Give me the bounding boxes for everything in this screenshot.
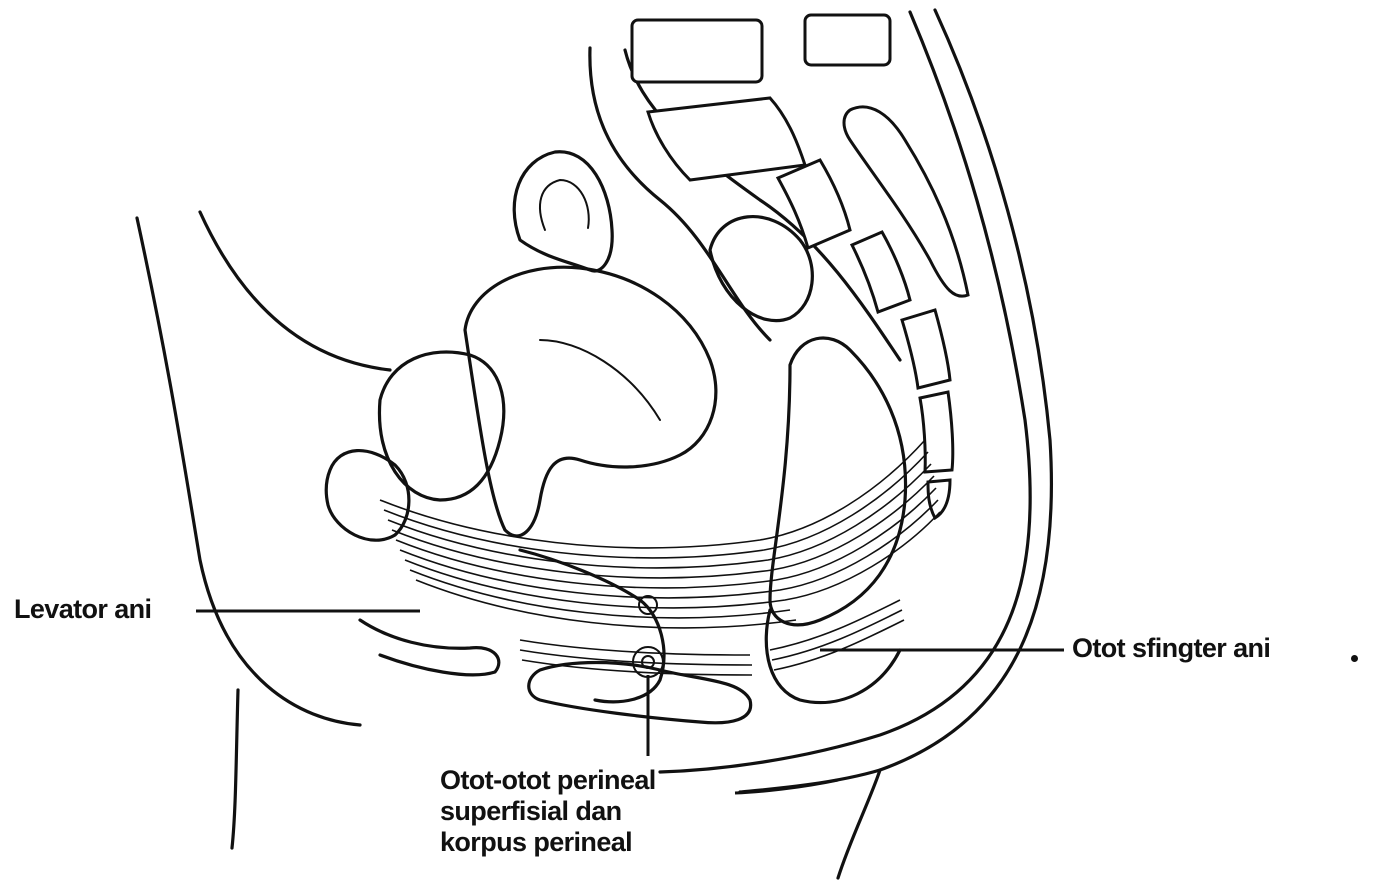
sacral-segment-3 [852,232,910,312]
coccyx-segment-2 [920,392,953,472]
uterine-cavity [540,340,660,420]
label-otot-sfingter-ani: Otot sfingter ani [1072,633,1270,664]
abdominal-wall [200,212,390,370]
ovary [514,152,612,271]
label-perineal-line-1: Otot-otot perineal [440,765,656,796]
thigh-contour [232,690,238,848]
sacral-segment-1 [648,98,805,180]
sacral-segment-2 [778,160,850,248]
label-levator-ani: Levator ani [14,594,151,625]
ovary-inner [540,180,589,230]
urethral-sphincter [639,596,657,614]
bladder [379,352,503,500]
sacrum-outline-front [590,48,770,340]
label-otot-perineal: Otot-otot perineal superfisial dan korpu… [440,765,656,858]
vertebra-2 [805,15,890,65]
label-perineal-line-3: korpus perineal [440,827,656,858]
labia [360,620,499,675]
rectum [770,338,906,625]
vertebra-1 [632,20,762,82]
buttock-lower-contour [838,770,880,878]
pubic-symphysis [326,451,409,541]
speck-dot [1351,655,1358,662]
bowel-loop [710,217,812,321]
vaginal-canal [520,550,664,702]
label-perineal-line-2: superfisial dan [440,796,656,827]
coccyx-segment-1 [902,310,950,388]
pelvic-floor-muscles [380,440,940,675]
